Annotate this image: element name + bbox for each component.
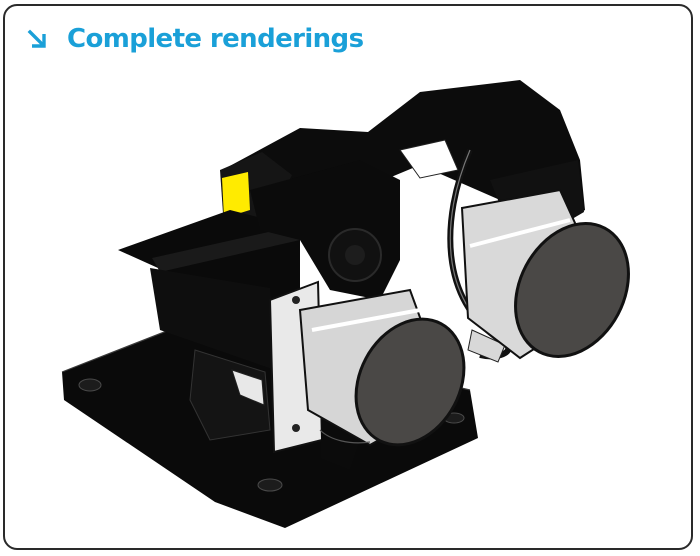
pivot-arm	[250, 160, 400, 300]
left-cylinder	[298, 288, 466, 447]
section-header: Complete renderings	[27, 22, 364, 56]
section-title: Complete renderings	[67, 24, 364, 54]
side-plate	[118, 152, 300, 370]
lower-bracket	[319, 420, 371, 470]
right-cylinder	[460, 188, 630, 360]
arrow-down-right-icon	[27, 29, 46, 48]
